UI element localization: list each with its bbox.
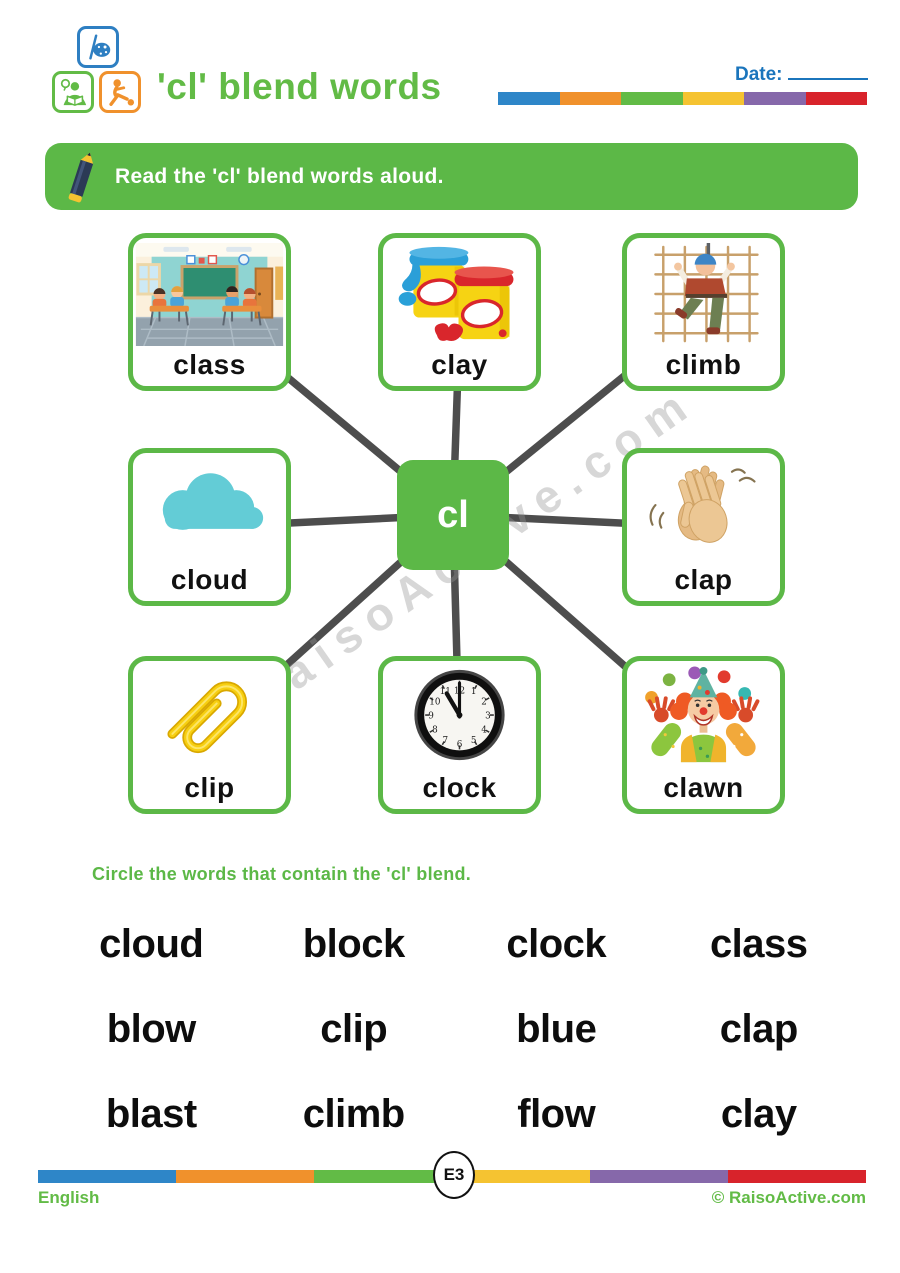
level-badge: E3 <box>433 1151 475 1199</box>
word-card-clock: 12 1 2 3 4 5 6 7 8 9 10 11 <box>378 656 541 814</box>
card-label: clip <box>184 772 235 803</box>
word-item[interactable]: cloud <box>99 922 204 966</box>
word-card-climb: climb <box>622 233 785 391</box>
svg-text:2: 2 <box>481 697 487 707</box>
art-palette-icon <box>77 26 119 68</box>
climbing-net-illustration <box>629 243 778 346</box>
paperclip-illustration <box>135 666 284 769</box>
date-label: Date: <box>735 64 783 85</box>
svg-text:9: 9 <box>428 711 434 721</box>
instruction-banner: Read the 'cl' blend words aloud. <box>45 143 858 210</box>
card-label: clay <box>431 349 488 380</box>
word-grid: cloud block clock class blow clip blue c… <box>50 902 860 1157</box>
word-card-class: class <box>128 233 291 391</box>
child-reading-icon <box>52 71 94 113</box>
clay-pots-illustration <box>385 243 534 346</box>
cl-center-node: cl <box>397 460 509 570</box>
word-card-clay: clay <box>378 233 541 391</box>
word-card-clip: clip <box>128 656 291 814</box>
clown-illustration <box>629 666 778 769</box>
svg-text:4: 4 <box>481 726 487 736</box>
clapping-hands-illustration <box>629 458 778 561</box>
svg-text:10: 10 <box>429 697 441 707</box>
card-label: cloud <box>170 564 249 595</box>
card-label: clawn <box>663 772 744 803</box>
copyright-label: © RaisoActive.com <box>711 1188 866 1207</box>
word-item[interactable]: clip <box>320 1007 388 1051</box>
blend-diagram: RaisoActive.com <box>0 228 900 853</box>
svg-text:11: 11 <box>440 687 451 697</box>
svg-text:1: 1 <box>471 687 477 697</box>
banner-instruction-text: Read the 'cl' blend words aloud. <box>115 164 444 188</box>
center-node-label: cl <box>437 493 469 536</box>
rainbow-divider-top <box>498 92 867 105</box>
brand-logo <box>52 26 147 116</box>
svg-text:7: 7 <box>442 736 448 746</box>
card-label: climb <box>665 349 742 380</box>
word-item[interactable]: clay <box>720 1092 797 1136</box>
word-item[interactable]: blow <box>106 1007 197 1051</box>
word-card-cloud: cloud <box>128 448 291 606</box>
rainbow-divider-bottom <box>38 1170 866 1183</box>
date-field: Date: <box>735 64 868 86</box>
word-item[interactable]: flow <box>517 1092 596 1136</box>
card-label: clock <box>422 772 497 803</box>
svg-text:3: 3 <box>485 711 491 721</box>
word-item[interactable]: blast <box>105 1092 197 1136</box>
card-label: clap <box>674 564 733 595</box>
svg-text:6: 6 <box>457 740 463 750</box>
word-item[interactable]: climb <box>302 1092 405 1136</box>
word-item[interactable]: clock <box>506 922 607 966</box>
word-card-clap: clap <box>622 448 785 606</box>
card-label: class <box>173 349 246 380</box>
cloud-illustration <box>135 458 284 561</box>
svg-text:8: 8 <box>432 726 438 736</box>
word-item[interactable]: clap <box>719 1007 799 1051</box>
child-playing-football-icon <box>99 71 141 113</box>
clock-illustration: 12 1 2 3 4 5 6 7 8 9 10 11 <box>385 666 534 769</box>
svg-text:5: 5 <box>471 736 477 746</box>
word-item[interactable]: block <box>302 922 405 966</box>
subject-label: English <box>38 1188 100 1207</box>
circle-instruction: Circle the words that contain the 'cl' b… <box>92 864 472 884</box>
pencil-icon <box>68 152 94 202</box>
word-item[interactable]: class <box>709 922 808 966</box>
date-blank-line[interactable] <box>787 78 868 80</box>
word-item[interactable]: blue <box>516 1007 597 1051</box>
classroom-illustration <box>135 243 284 346</box>
word-card-clawn: clawn <box>622 656 785 814</box>
page-title: 'cl' blend words <box>157 66 442 107</box>
